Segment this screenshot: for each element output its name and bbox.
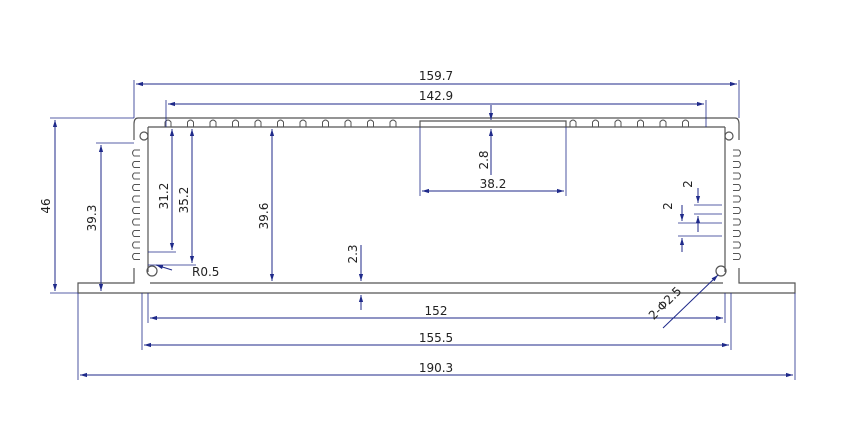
dim-152: 152 [425,304,448,318]
top-ridge [682,119,689,127]
side-fin [132,184,140,191]
top-ridge [344,119,352,127]
side-fin [132,230,140,237]
top-ridge [254,119,262,127]
dim-fin-gap-b: 2 [681,180,695,188]
top-ridge [389,119,397,127]
dim-38-2: 38.2 [480,177,507,191]
dimension-labels: 190.3 155.5 152 159.7 142.9 38.2 2.8 46 … [39,69,695,375]
dim-r0-5: R0.5 [192,265,219,279]
side-fin [132,241,140,249]
top-ridge [164,119,172,127]
side-fin [733,161,741,168]
top-ridge [569,119,577,127]
dim-fin-gap-a: 2 [661,202,675,210]
side-fin [733,184,741,191]
side-fin [132,195,140,203]
side-fin [132,149,140,157]
top-ridge [322,119,329,127]
side-fin [733,172,741,180]
dim-155-5: 155.5 [419,331,453,345]
top-ridge [637,119,644,127]
side-fin [132,253,140,260]
dim-2-8: 2.8 [477,150,491,169]
side-fin [733,241,741,249]
dimension-lines [50,80,796,380]
side-fin [733,253,741,260]
side-fin [733,149,741,157]
top-ridge [367,119,374,127]
dim-159-7: 159.7 [419,69,453,83]
side-fin [733,230,741,237]
top-ridge [614,119,622,127]
top-ridge [232,119,239,127]
top-ridge [299,119,307,127]
top-ridge [209,119,217,127]
side-fin [132,218,140,226]
dim-31-2: 31.2 [157,183,171,210]
top-ridge [277,119,284,127]
profile-outline [77,117,796,294]
dim-39-6: 39.6 [257,203,271,230]
dim-2-3: 2.3 [346,244,360,263]
side-fins [132,149,741,260]
dim-hole-2-5: 2-Φ2.5 [646,284,685,323]
top-ridges [164,119,689,127]
dim-190-3: 190.3 [419,361,453,375]
dim-35-2: 35.2 [177,187,191,214]
top-ridge [187,119,194,127]
dim-46: 46 [39,198,53,213]
side-fin [733,195,741,203]
dim-39-3: 39.3 [85,205,99,232]
side-fin [132,207,140,214]
side-fin [132,161,140,168]
side-fin [733,218,741,226]
top-ridge [659,119,667,127]
dim-142-9: 142.9 [419,89,453,103]
top-ridge [592,119,599,127]
side-fin [132,172,140,180]
side-fin [733,207,741,214]
